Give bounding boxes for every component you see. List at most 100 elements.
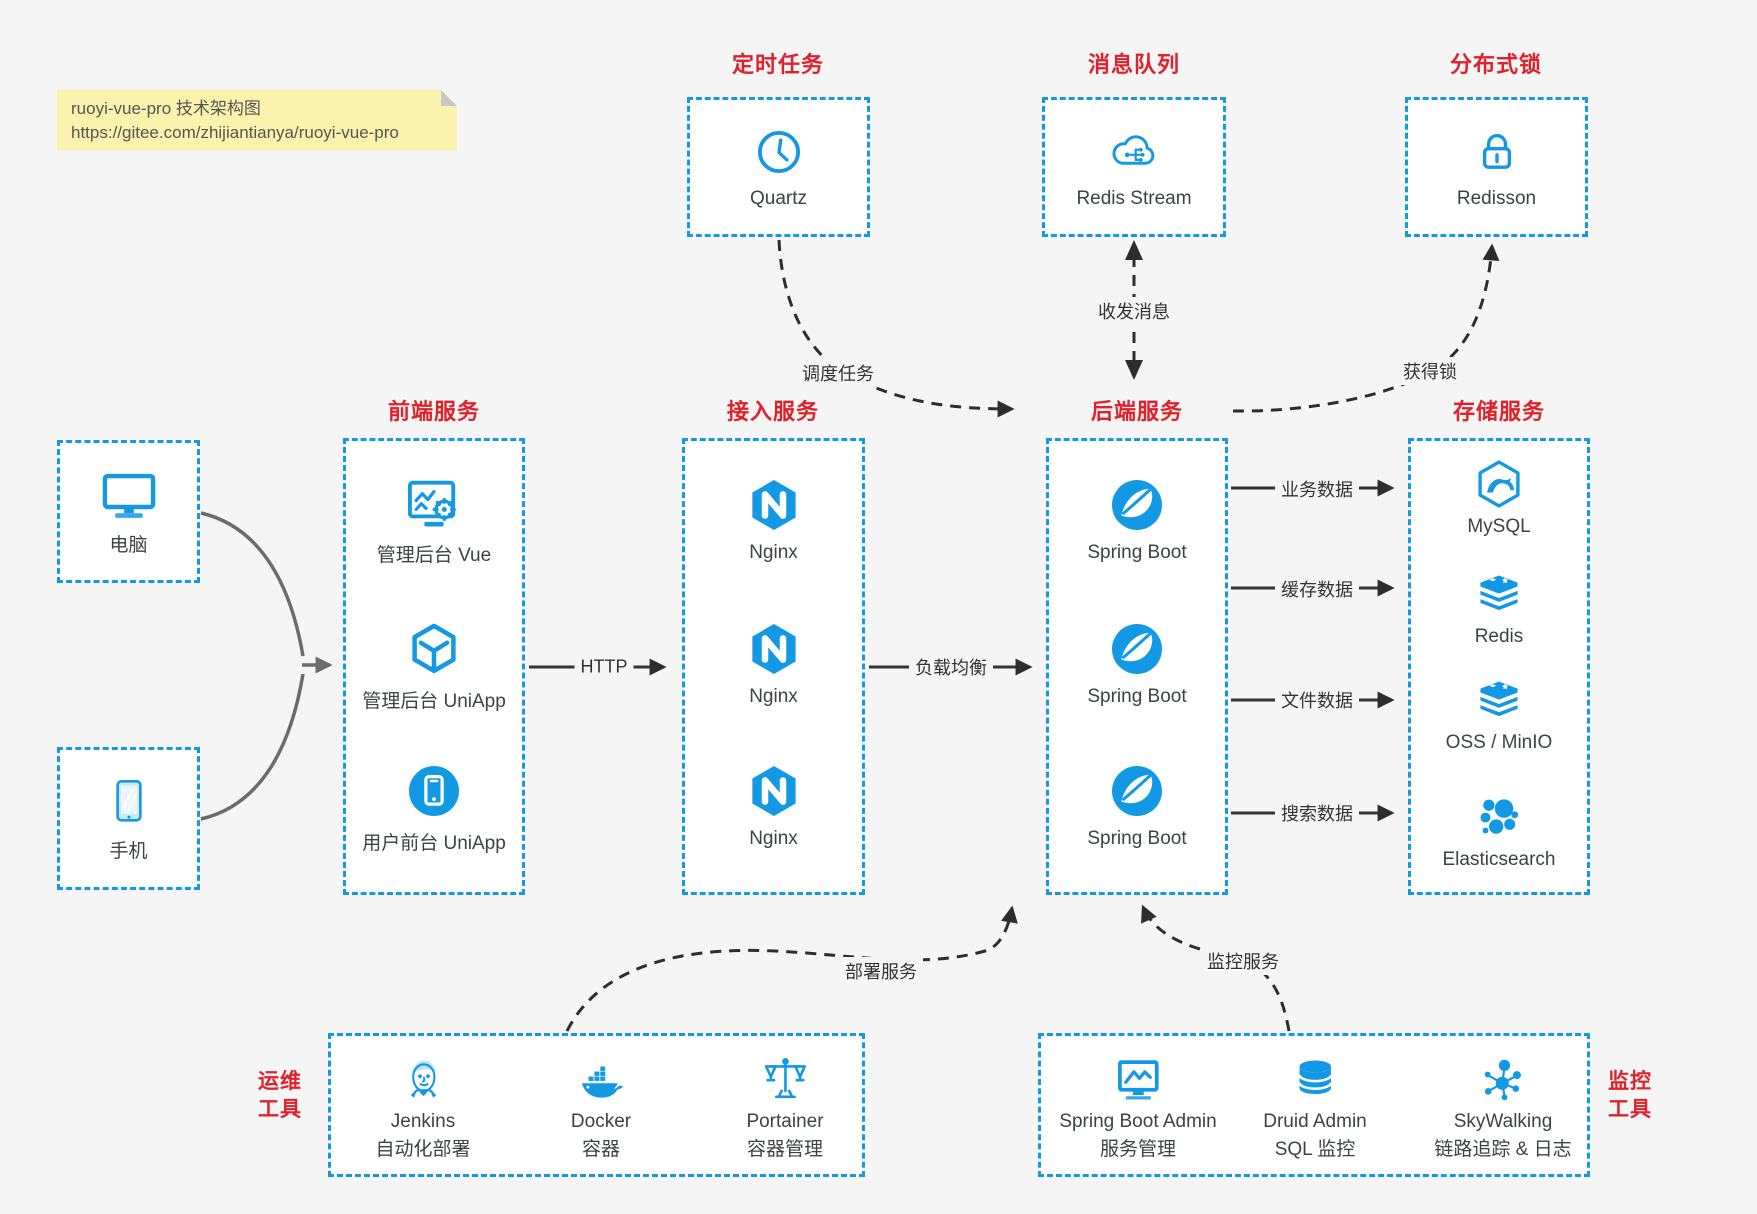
edge-phone-to-frontend <box>200 673 305 821</box>
item-label: Quartz <box>749 187 808 209</box>
edge-label-search-data: 搜索数据 <box>1275 799 1359 827</box>
item-label: Spring Boot Admin <box>1059 1111 1217 1132</box>
item-label: Redis Stream <box>1076 187 1192 209</box>
edge-label-cache-data: 缓存数据 <box>1275 575 1359 603</box>
item-label: SkyWalking <box>1453 1111 1553 1132</box>
spring-boot-icon <box>1107 761 1167 821</box>
box-phone-client: 手机 <box>57 747 200 890</box>
tool-item: Docker 容器 <box>571 1054 631 1162</box>
service-item: MySQL <box>1411 457 1587 538</box>
group-title-backend: 后端服务 <box>1090 399 1184 424</box>
group-title-frontend: 前端服务 <box>387 399 481 424</box>
box-monitor-tools: Spring Boot Admin 服务管理 Druid Admin SQL 监… <box>1038 1033 1590 1177</box>
item-label: 管理后台 UniApp <box>362 691 506 712</box>
item-label: Spring Boot <box>1087 828 1187 849</box>
mobile-app-icon <box>404 761 464 821</box>
service-item: Elasticsearch <box>1411 790 1587 871</box>
service-item: 用户前台 UniApp <box>346 761 522 855</box>
service-item: Nginx <box>685 475 862 564</box>
item-label: 用户前台 UniApp <box>362 833 506 854</box>
edge-acquire-lock <box>1232 243 1500 413</box>
portainer-icon <box>759 1054 811 1106</box>
group-title-monitor-tools: 监控 工具 <box>1608 1070 1652 1121</box>
item-label: Nginx <box>749 542 798 563</box>
service-item: 管理后台 Vue <box>346 475 522 567</box>
redis-icon <box>1472 567 1526 621</box>
group-title-storage: 存储服务 <box>1452 399 1546 424</box>
tool-item: SkyWalking 链路追踪 & 日志 <box>1434 1054 1572 1162</box>
item-label: Spring Boot <box>1087 686 1187 707</box>
edge-message-arrow-up <box>1125 240 1143 260</box>
item-label: Docker <box>570 1111 632 1132</box>
docker-icon <box>575 1054 627 1106</box>
service-item: Redis <box>1411 567 1587 648</box>
group-title-ops: 运维 工具 <box>258 1070 302 1121</box>
note-fold-corner <box>441 90 457 106</box>
lock-icon <box>1470 125 1524 179</box>
item-label: Druid Admin <box>1263 1111 1367 1132</box>
item-label: Redis <box>1474 626 1524 647</box>
edge-label-http: HTTP <box>574 655 634 679</box>
item-label: MySQL <box>1467 516 1531 537</box>
note-title: ruoyi-vue-pro 技术架构图 <box>71 99 261 118</box>
edge-monitor <box>1141 904 1291 1032</box>
group-title-lock: 分布式锁 <box>1449 52 1543 77</box>
tool-item: Druid Admin SQL 监控 <box>1263 1054 1367 1162</box>
edge-label-acquire-lock: 获得锁 <box>1397 357 1463 385</box>
item-label: Portainer <box>746 1111 824 1132</box>
item-label: 电脑 <box>109 534 148 556</box>
item-sublabel: 服务管理 <box>1099 1139 1176 1160</box>
spring-boot-admin-icon <box>1112 1054 1164 1106</box>
service-item: OSS / MinIO <box>1411 673 1587 754</box>
elasticsearch-icon <box>1472 790 1526 844</box>
edge-label-monitor: 监控服务 <box>1201 947 1285 975</box>
clock-icon <box>752 125 806 179</box>
jenkins-icon <box>397 1054 449 1106</box>
phone-icon <box>103 775 155 831</box>
edge-label-file-data: 文件数据 <box>1275 686 1359 714</box>
box-pc-client: 电脑 <box>57 440 200 583</box>
item-label: Jenkins <box>390 1111 456 1132</box>
item-label: Nginx <box>749 828 798 849</box>
item-label: Spring Boot <box>1087 542 1187 563</box>
item-sublabel: 自动化部署 <box>375 1139 471 1160</box>
nginx-icon <box>744 619 804 679</box>
tool-item: Spring Boot Admin 服务管理 <box>1059 1054 1217 1162</box>
box-frontend-services: 管理后台 Vue 管理后台 UniApp 用户前台 UniApp <box>343 438 525 895</box>
group-title-scheduled: 定时任务 <box>731 52 825 77</box>
item-label: Nginx <box>749 686 798 707</box>
uniapp-cube-icon <box>404 619 464 679</box>
cloud-stream-icon <box>1107 125 1161 179</box>
box-scheduled-tasks: Quartz <box>687 97 870 237</box>
item-label: Elasticsearch <box>1442 849 1556 870</box>
nginx-icon <box>744 475 804 535</box>
item-label: Redisson <box>1456 187 1537 209</box>
edge-label-business-data: 业务数据 <box>1275 475 1359 503</box>
service-item: Spring Boot <box>1049 761 1225 850</box>
spring-boot-icon <box>1107 619 1167 679</box>
group-title-gateway: 接入服务 <box>726 399 820 424</box>
tool-item: Jenkins 自动化部署 <box>375 1054 471 1162</box>
service-item: Nginx <box>685 761 862 850</box>
item-sublabel: 容器 <box>581 1139 620 1160</box>
skywalking-icon <box>1477 1054 1529 1106</box>
computer-icon <box>96 467 162 525</box>
service-item: Spring Boot <box>1049 619 1225 708</box>
box-storage-services: MySQL Redis OSS / MinIO Elasticsearch <box>1408 438 1590 895</box>
edge-deploy <box>565 905 1018 1032</box>
item-label: 手机 <box>109 840 148 862</box>
mysql-icon <box>1472 457 1526 511</box>
sticky-note: ruoyi-vue-pro 技术架构图 https://gitee.com/zh… <box>57 90 457 150</box>
edge-label-schedule: 调度任务 <box>796 359 880 387</box>
box-distributed-lock: Redisson <box>1405 97 1588 237</box>
edge-label-load-balance: 负载均衡 <box>909 653 993 681</box>
edge-label-deploy: 部署服务 <box>839 957 923 985</box>
item-sublabel: 容器管理 <box>746 1139 824 1160</box>
edge-message-arrow-down <box>1125 360 1143 380</box>
item-sublabel: 链路追踪 & 日志 <box>1434 1139 1572 1160</box>
note-url: https://gitee.com/zhijiantianya/ruoyi-vu… <box>71 123 399 142</box>
druid-database-icon <box>1289 1054 1341 1106</box>
edge-pc-to-frontend <box>200 511 305 657</box>
item-label: OSS / MinIO <box>1445 732 1553 753</box>
box-message-queue: Redis Stream <box>1042 97 1226 237</box>
